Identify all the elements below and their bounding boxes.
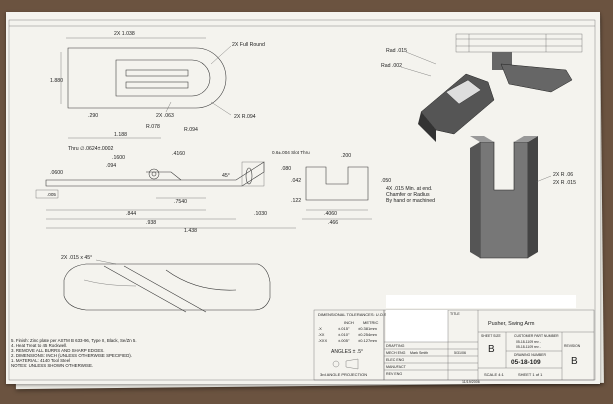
note-3: 3. REMOVE ALL BURRS AND SHARP EDGES. (11, 348, 105, 354)
dim-r078: R.078 (146, 124, 160, 130)
dim-1188: 1.188 (114, 132, 127, 138)
dim-200: .200 (341, 153, 351, 159)
general-notes: 5. Finish: Zinc plate per ASTM B 633-96,… (11, 338, 211, 369)
dim-050: .050 (381, 178, 391, 184)
tb-customer-part-1: 05-18-1109 rev - (516, 340, 541, 344)
iso-view-1: Rad .015 Rad .002 (381, 48, 573, 142)
tol-row-1-inch: ±.015" (338, 326, 350, 331)
tb-mech-eng-name: Mark Smith (410, 351, 428, 355)
dim-4060: .4060 (324, 211, 337, 217)
redacted-company-logo (386, 310, 448, 342)
note-2: 2. DIMENSIONS: INCH (UNLESS OTHERWISE SP… (11, 353, 132, 359)
dim-2x-r094: 2X R.094 (234, 114, 256, 120)
drawing-title: Pusher, Swing Arm (488, 321, 535, 327)
label-rad-002: Rad .002 (381, 63, 402, 69)
iso-view-2: 4X .015 Min. at end. Chamfer or Radius B… (386, 136, 576, 259)
dim-042: .042 (291, 178, 301, 184)
top-view: 2X 1.038 1.880 2X Full Round 2X .063 2X … (50, 31, 265, 120)
tol-row-2-places: .XX (318, 332, 325, 337)
tol-row-1-places: .X (318, 326, 322, 331)
note-5: 5. Finish: Zinc plate per ASTM B 633-96,… (11, 338, 137, 343)
tol-col-metric: METRIC (363, 320, 378, 325)
tb-customer-label: CUSTOMER PART NUMBER (514, 334, 559, 338)
note-4: 4. Heat Treat to 45 Rockwell. (11, 343, 68, 349)
dim-290: .290 (88, 113, 98, 119)
label-r015: 2X R .015 (553, 180, 576, 186)
note-1: 1. MATERIAL: 4140 Tool Steel (11, 358, 71, 364)
dim-080: .080 (281, 166, 291, 172)
flatness-value: .005 (47, 192, 56, 197)
tb-revision-label: REVISION (564, 344, 581, 348)
tol-row-2-metric: ±0.254mm (358, 332, 378, 337)
label-r060: 2X R .06 (553, 172, 573, 178)
tol-col-inch: INCH (344, 320, 354, 325)
tol-row-2-inch: ±.010" (338, 332, 350, 337)
tb-sheet: SHEET 1 of 1 (518, 372, 543, 377)
tb-scale: SCALE 4:1 (484, 372, 505, 377)
end-view: .200 .050 .4060 .466 (302, 153, 391, 226)
dim-844: .844 (126, 211, 136, 217)
dim-7540: .7540 (174, 199, 187, 205)
tb-drawing-number: 05-18-109 (511, 359, 541, 366)
dim-1438: 1.438 (184, 228, 197, 234)
tb-date: 11/19/2006 (462, 380, 480, 384)
tb-sheet-size: B (488, 344, 495, 355)
tb-revision: B (571, 356, 578, 367)
tol-angles: ANGLES ± .5° (331, 349, 363, 355)
dim-094: .094 (106, 163, 116, 169)
dim-2x-1038: 2X 1.038 (114, 31, 135, 37)
iso-note-line-1: 4X .015 Min. at end. (386, 186, 432, 192)
revision-block (455, 33, 583, 53)
tol-row-1-metric: ±0.381mm (358, 326, 378, 331)
tb-sheet-size-label: SHEET SIZE (481, 334, 501, 338)
chamfer-callout: 2X .015 x 45° (61, 255, 92, 261)
sheet-border (8, 19, 596, 381)
tolerance-block: DIMENSIONAL TOLERANCES: U.O.S. INCH METR… (313, 309, 388, 381)
drawing-canvas: 2X 1.038 1.880 2X Full Round 2X .063 2X … (8, 19, 596, 384)
tb-elec-eng: ELEC ENG (386, 358, 404, 362)
tb-drafting: DRAFTING (386, 344, 405, 348)
bottom-view: 2X .015 x 45° (61, 255, 271, 313)
iso-note-line-3: By hand or machined (386, 198, 435, 204)
tol-header: DIMENSIONAL TOLERANCES: U.O.S. (318, 312, 388, 317)
hole-callout: Thru ∅.0624±.0002 (68, 146, 114, 152)
title-block: TITLE Pusher, Swing Arm DRAFTING MECH EN… (383, 295, 595, 384)
dim-4160: .4160 (172, 151, 185, 157)
tol-row-3-inch: ±.005" (338, 338, 350, 343)
tb-mech-eng-date: 5/31/06 (454, 351, 466, 355)
dim-2x-063: 2X .063 (156, 113, 174, 119)
dim-122: .122 (291, 198, 301, 204)
side-view: 1.188 R.078 R.094 Thru ∅.0624±.0002 .160… (35, 124, 310, 234)
tol-projection: 3rd ANGLE PROJECTION (320, 372, 367, 377)
tb-rev-eng: REV ENG (386, 372, 402, 376)
dim-1030: .1030 (254, 211, 267, 217)
dim-938: .938 (146, 220, 156, 226)
dim-466: .466 (328, 220, 338, 226)
dim-r094: R.094 (184, 127, 198, 133)
tol-row-3-metric: ±0.127mm (358, 338, 378, 343)
flatness-callout (35, 189, 59, 199)
drawing-sheet: 2X 1.038 1.880 2X Full Round 2X .063 2X … (6, 12, 600, 384)
tol-row-3-places: .XXX (318, 338, 327, 343)
tb-drawing-number-label: DRAWING NUMBER (514, 353, 546, 357)
notes-header: NOTES: UNLESS SHOWN OTHERWISE. (11, 363, 94, 369)
dim-0600: .0600 (50, 170, 63, 176)
dim-45deg: 45° (222, 173, 230, 179)
slot-callout: 0.6±.004 Slot Thru (272, 150, 310, 155)
dim-1600: .1600 (112, 155, 125, 161)
dim-full-round: 2X Full Round (232, 42, 265, 48)
redacted-company-bar (386, 295, 576, 308)
tb-manufact: MANUFACT (386, 365, 407, 369)
tb-customer-part-2: 05-18-1109 rev - (516, 345, 541, 349)
label-rad-015: Rad .015 (386, 48, 407, 54)
title-label: TITLE (450, 312, 460, 316)
tb-mech-eng: MECH ENG (386, 351, 406, 355)
dim-1880: 1.880 (50, 78, 63, 84)
iso-note-line-2: Chamfer or Radius (386, 192, 430, 198)
